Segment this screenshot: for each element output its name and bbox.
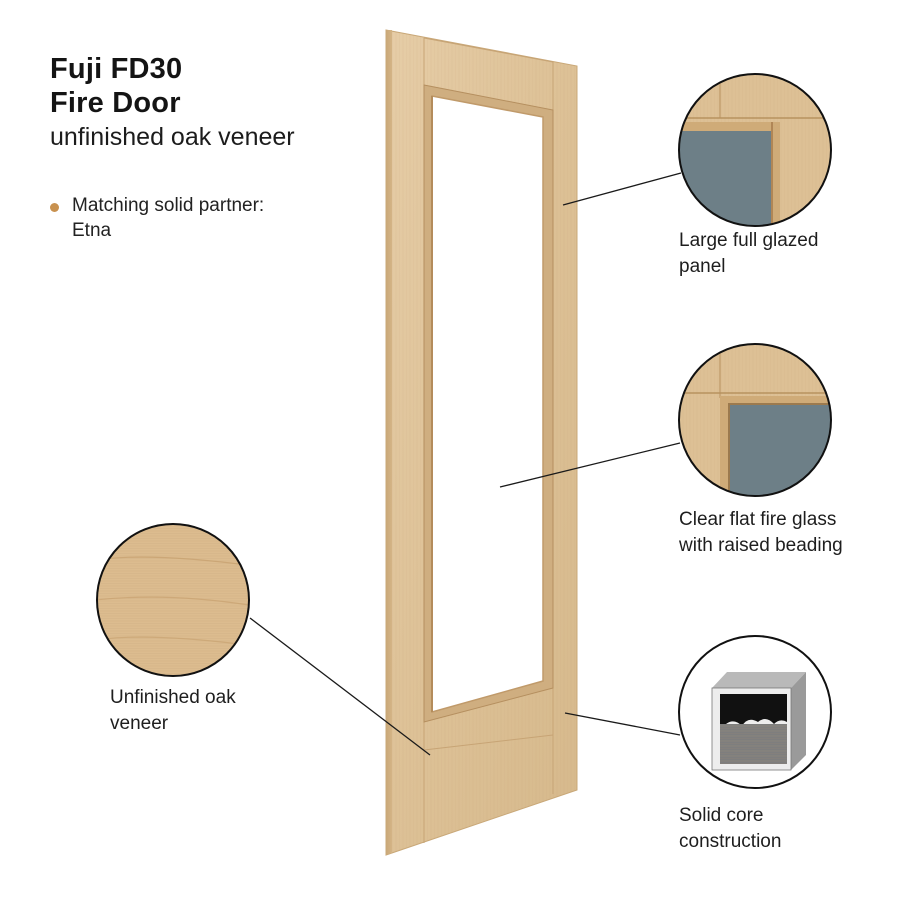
label-oak-veneer-line-2: veneer: [110, 713, 169, 734]
label-glazed-panel-line-2: panel: [679, 256, 726, 277]
bullet-dot-icon: [50, 203, 59, 212]
bullet-line-1: Matching solid partner:: [72, 195, 265, 216]
glazed-panel-detail-icon: [678, 73, 832, 227]
door-left-edge: [386, 30, 392, 855]
label-fire-glass-line-1: Clear flat fire glass: [679, 509, 837, 530]
label-oak-veneer: Unfinished oak veneer: [110, 685, 236, 737]
label-fire-glass: Clear flat fire glass with raised beadin…: [679, 507, 843, 559]
label-fire-glass-line-2: with raised beading: [679, 535, 843, 556]
oak-veneer-swatch-icon: [96, 523, 250, 677]
label-glazed-panel: Large full glazed panel: [679, 228, 818, 280]
title-block: Fuji FD30 Fire Door unfinished oak venee…: [50, 52, 295, 152]
bullet-text: Matching solid partner: Etna: [72, 193, 264, 243]
glass-panel: [431, 95, 544, 713]
bullet-line-2: Etna: [72, 220, 112, 241]
raised-beading-detail-icon: [678, 343, 832, 497]
door: [385, 29, 578, 856]
product-title-line-1: Fuji FD30: [50, 53, 183, 85]
leader-solid-core: [564, 712, 681, 736]
leader-glazed-panel: [562, 172, 682, 206]
label-solid-core: Solid core construction: [679, 803, 781, 855]
leader-oak-veneer: [249, 617, 431, 756]
label-solid-core-line-2: construction: [679, 831, 782, 852]
product-title-line-2: Fire Door: [50, 87, 181, 119]
leader-fire-glass: [499, 442, 681, 488]
label-solid-core-line-1: Solid core: [679, 805, 764, 826]
product-subtitle: unfinished oak veneer: [50, 123, 295, 151]
bullet-item: Matching solid partner: Etna: [50, 193, 264, 243]
label-glazed-panel-line-1: Large full glazed: [679, 230, 819, 251]
leader-lines: [249, 172, 682, 756]
label-oak-veneer-line-1: Unfinished oak: [110, 687, 236, 708]
solid-core-cross-section-icon: [678, 635, 832, 789]
